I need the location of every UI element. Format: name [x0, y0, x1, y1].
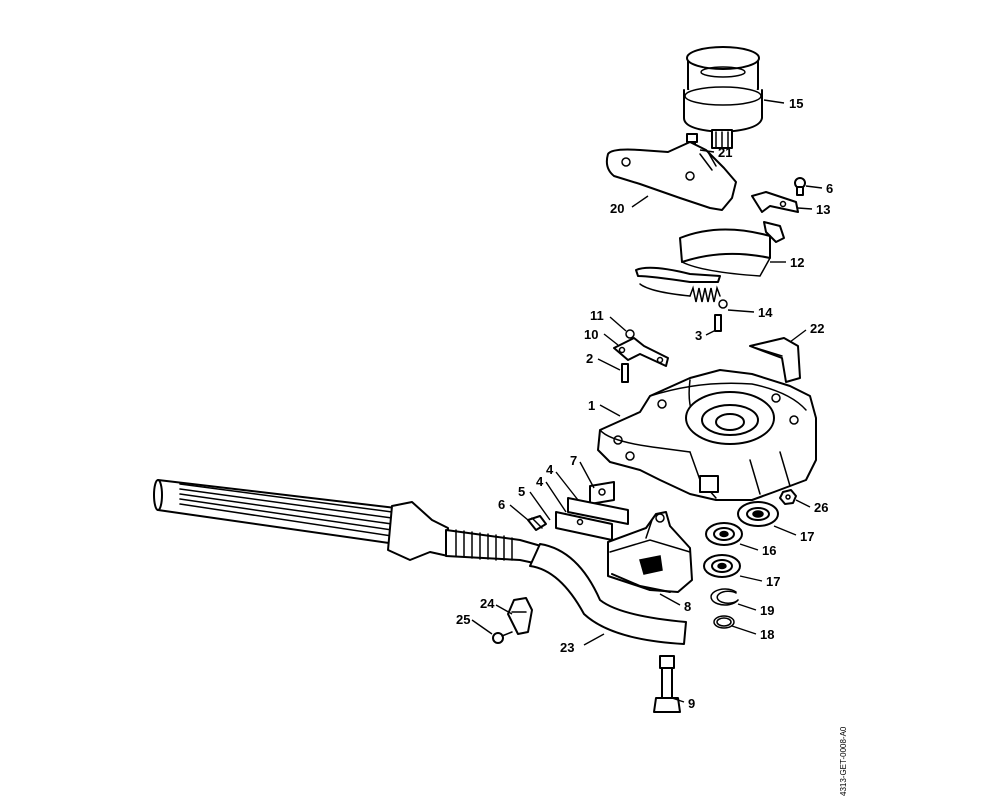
callout-23: 23: [560, 640, 574, 655]
part-brake-band: [635, 228, 771, 283]
callout-4: 4: [546, 462, 554, 477]
part-clamp-strap: [507, 597, 533, 635]
callout-22: 22: [810, 321, 824, 336]
part-cap: [749, 337, 801, 383]
document-id: 4313-GET-0008-A0: [839, 726, 848, 796]
part-shaft-9: [653, 655, 681, 713]
part-drive-shaft: [153, 479, 449, 561]
callout-2: 2: [586, 351, 593, 366]
callout-19: 19: [760, 603, 774, 618]
part-housing: [597, 369, 817, 501]
callout-18: 18: [760, 627, 774, 642]
part-pin-2: [621, 363, 629, 383]
callout-16: 16: [762, 543, 776, 558]
part-hose-23: [529, 543, 687, 645]
callout-25: 25: [456, 612, 470, 627]
callout-17-top: 17: [800, 529, 814, 544]
part-screw-6-lower: [527, 515, 547, 531]
callout-15: 15: [789, 96, 803, 111]
callout-24: 24: [480, 596, 495, 611]
part-cover-plate: [605, 141, 737, 211]
part-clutch-drum: [683, 46, 763, 149]
callout-8: 8: [684, 599, 691, 614]
callout-26: 26: [814, 500, 828, 515]
part-lever: [613, 337, 669, 367]
callout-17-lower: 17: [766, 574, 780, 589]
callout-12: 12: [790, 255, 804, 270]
callout-10: 10: [584, 327, 598, 342]
callout-21: 21: [718, 145, 732, 160]
part-bearing-17-lower: [703, 554, 741, 578]
part-clip: [625, 329, 635, 339]
part-clamp-assembly: [607, 511, 693, 593]
part-bearing-16: [705, 522, 743, 546]
callout-3: 3: [695, 328, 702, 343]
callout-11: 11: [590, 308, 604, 323]
part-screw-6-top: [794, 177, 806, 196]
callout-6-top: 6: [826, 181, 833, 196]
callout-5: 5: [518, 484, 525, 499]
part-plate-4: [567, 497, 629, 525]
callout-6-lower: 6: [498, 497, 505, 512]
leader-lines: [471, 99, 823, 703]
callout-1: 1: [588, 398, 595, 413]
callout-9: 9: [688, 696, 695, 711]
callout-labels: 15 21 6 13 20 12 14 3 11 10 2 22 1 7 4 4…: [456, 96, 833, 711]
part-pin-3: [714, 314, 722, 332]
part-screw-25: [492, 631, 513, 644]
callout-7: 7: [570, 453, 577, 468]
callout-14: 14: [758, 305, 773, 320]
callout-4b: 4: [536, 474, 544, 489]
callout-13: 13: [816, 202, 830, 217]
callout-20: 20: [610, 201, 624, 216]
part-bearing-17-top: [737, 501, 779, 527]
part-nut: [779, 489, 797, 505]
part-plate-7: [589, 481, 615, 505]
part-ring-18: [713, 615, 735, 629]
part-spring: [639, 283, 728, 309]
part-bracket: [751, 191, 799, 243]
part-circlip-19: [710, 588, 739, 606]
